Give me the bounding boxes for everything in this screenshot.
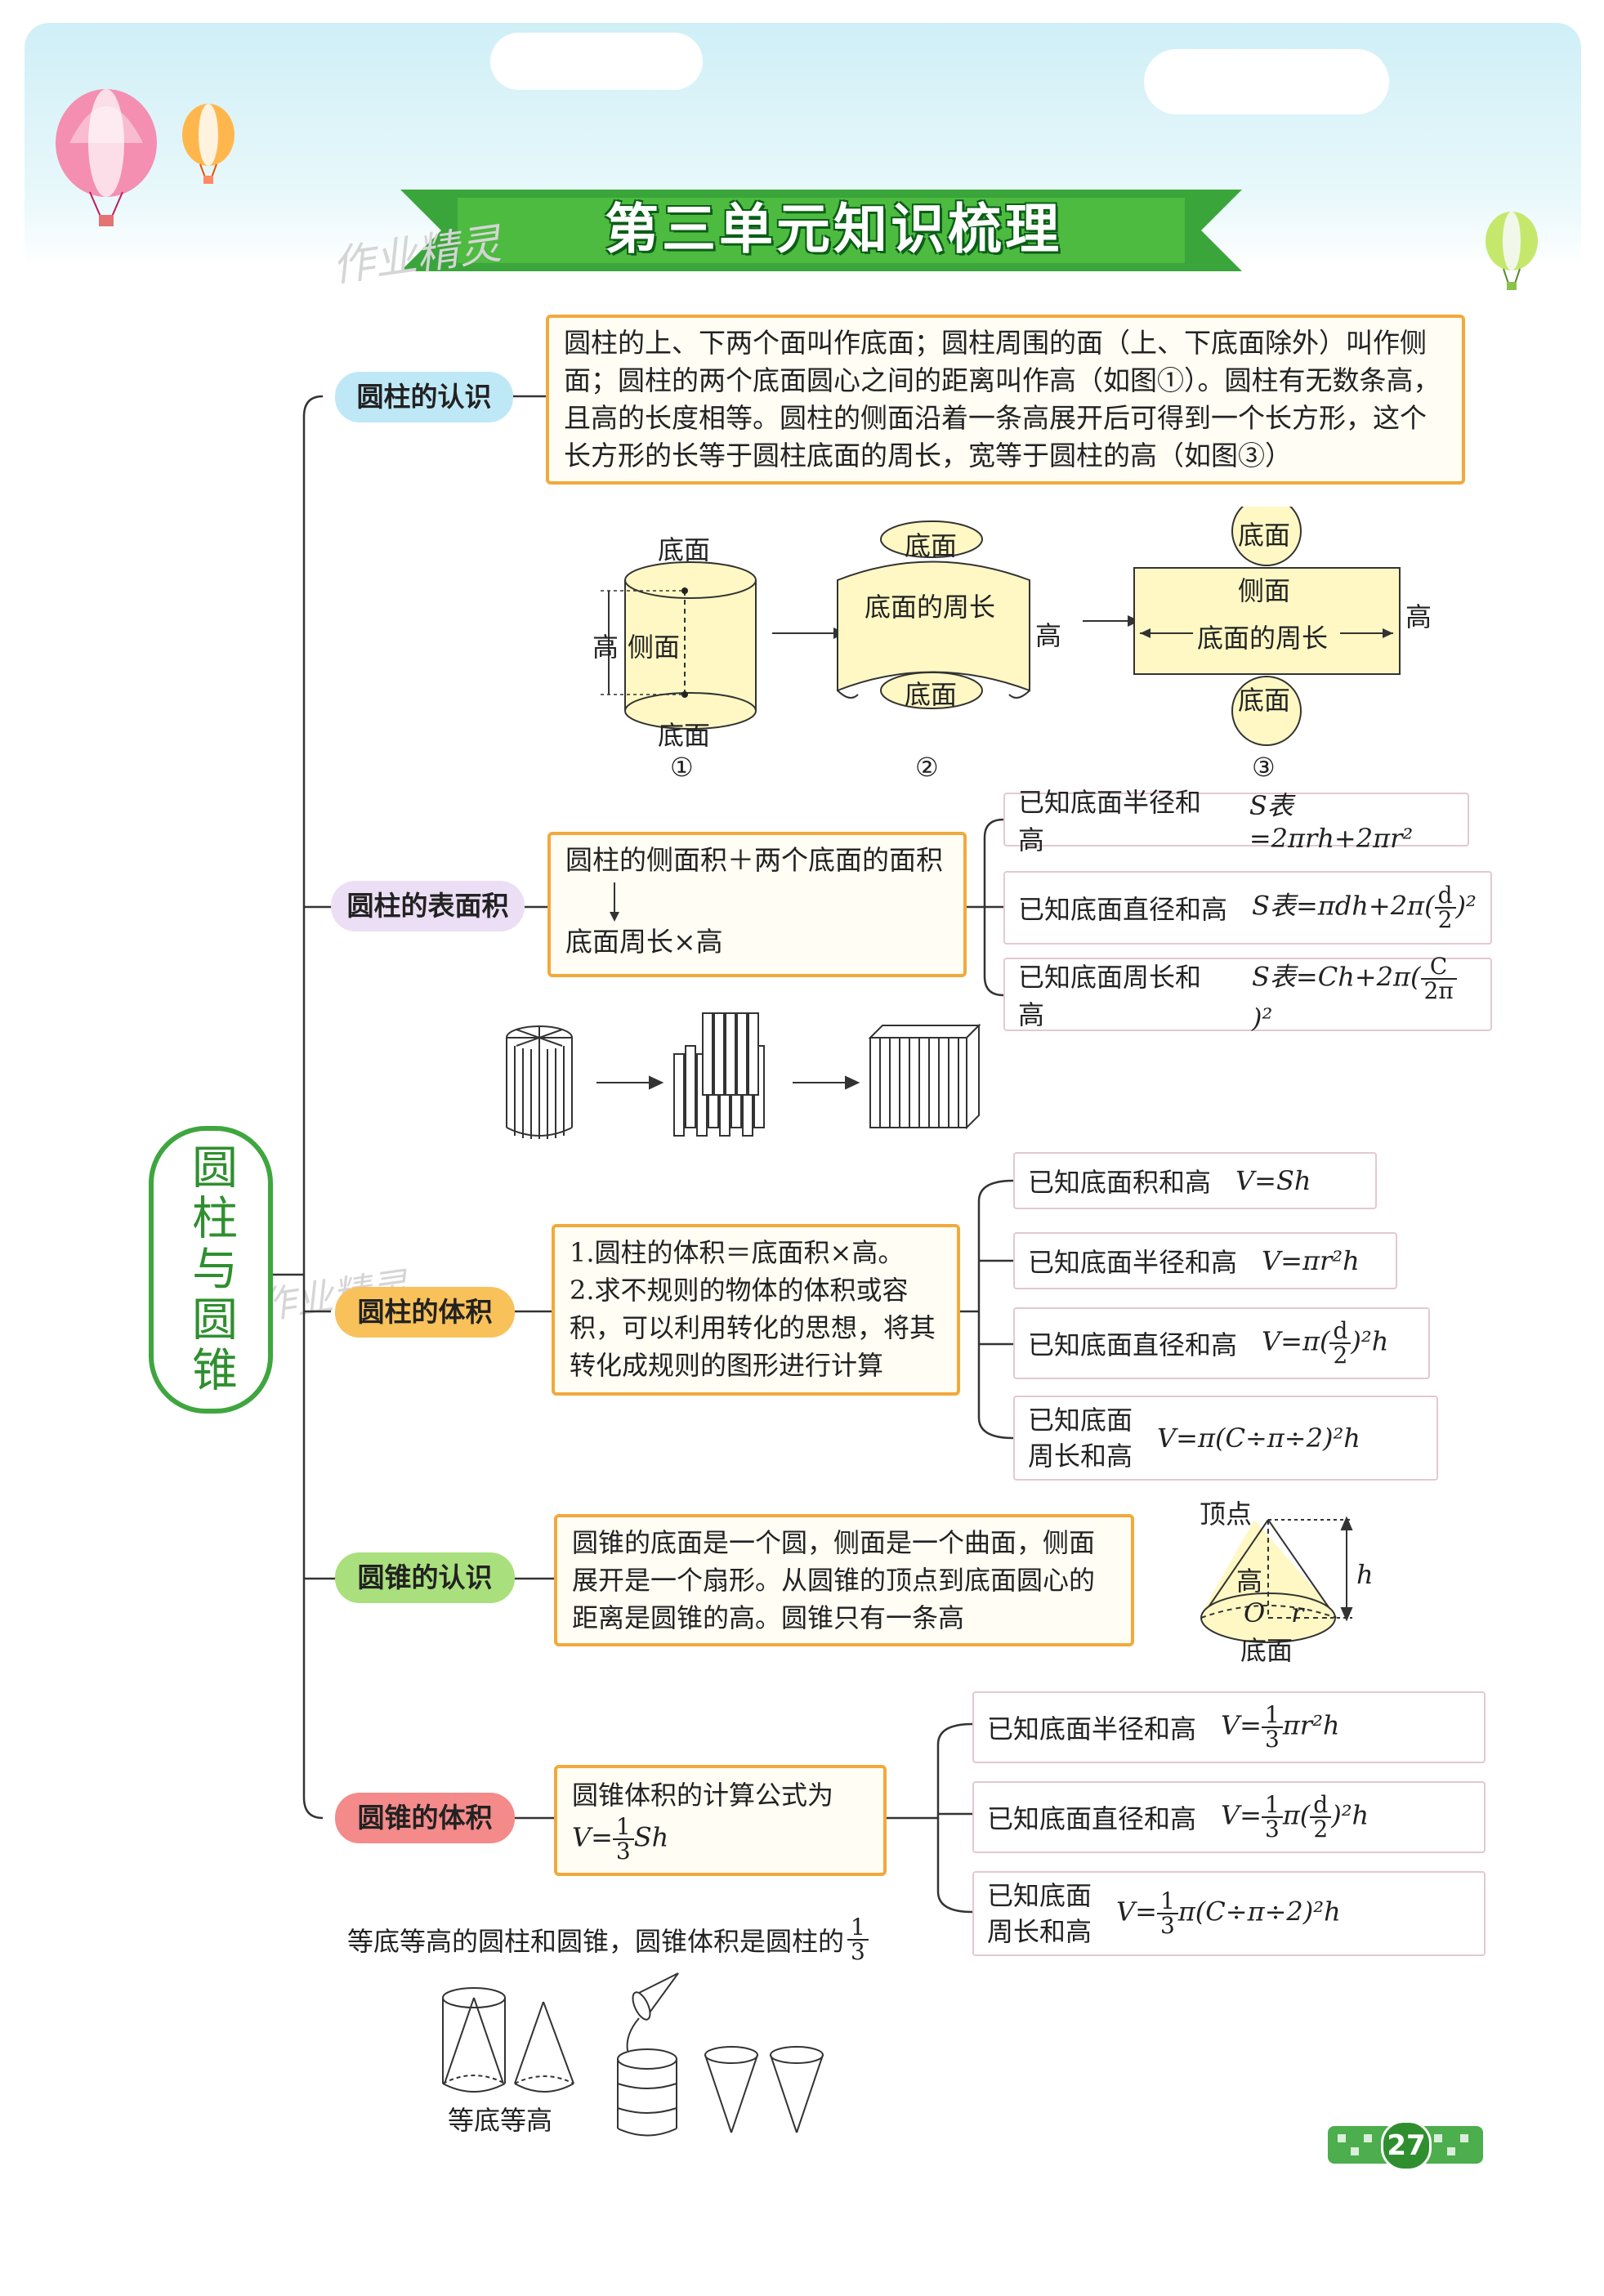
volume-line1: 1.圆柱的体积＝底面积×高。 — [570, 1237, 905, 1268]
fig3-number: ③ — [1252, 752, 1276, 783]
cloud — [1144, 49, 1389, 114]
fig2-number: ② — [915, 752, 939, 783]
cone-radius-label: r — [1291, 1597, 1304, 1628]
volume-line2: 2.求不规则的物体的体积或容积，可以利用转化的思想，将其转化成规则的图形进行计算 — [570, 1275, 936, 1381]
fig1-side-label: 侧面 — [628, 632, 681, 663]
fig3-height-label: 高 — [1405, 601, 1432, 632]
page-title: 第三单元知识梳理 — [605, 198, 1062, 261]
cone-base-label: 底面 — [1240, 1635, 1293, 1666]
hot-air-balloon-icon — [1486, 212, 1538, 290]
hot-air-balloon-icon — [56, 89, 235, 226]
fig2-height-label: 高 — [1035, 620, 1062, 651]
fig1-top-label: 底面 — [658, 534, 711, 565]
cone-center-label: O — [1244, 1597, 1266, 1628]
cylinder-intro-text: 圆柱的上、下两个面叫作底面；圆柱周围的面（上、下底面除外）叫作侧面；圆柱的两个底… — [546, 315, 1465, 485]
title-ribbon — [400, 190, 1242, 271]
cone-height-label: 高 — [1236, 1566, 1263, 1597]
cone-apex-label: 顶点 — [1200, 1499, 1253, 1530]
fig3-circumference-label: 底面的周长 — [1197, 623, 1329, 654]
fig3-top-label: 底面 — [1238, 520, 1291, 551]
fig1-number: ① — [670, 752, 694, 783]
fig3-bottom-label: 底面 — [1238, 685, 1291, 716]
fig1-height-label: 高 — [592, 632, 619, 663]
cloud — [490, 33, 703, 90]
fig2-circumference-label: 底面的周长 — [865, 592, 996, 623]
branch-cone-volume: 圆锥的体积 — [335, 1793, 515, 1843]
branch-cone-intro: 圆锥的认识 — [335, 1552, 515, 1603]
root-topic: 圆柱与圆锥 — [149, 1126, 273, 1414]
cone-diagram — [1200, 1516, 1353, 1643]
cone-volume-line1: 圆锥体积的计算公式为 — [572, 1780, 834, 1811]
fig1-bottom-label: 底面 — [658, 720, 711, 751]
surface-line1: 圆柱的侧面积＋两个底面的面积 — [565, 844, 943, 876]
cylinder-cone-comparison-diagram — [442, 1972, 824, 2137]
branch-cylinder-intro: 圆柱的认识 — [335, 372, 513, 422]
equal-base-height-caption: 等底等高 — [448, 2105, 553, 2136]
surface-line2: 底面周长×高 — [565, 926, 723, 958]
cylinder-surface-box: 圆柱的侧面积＋两个底面的面积 底面周长×高 — [547, 832, 967, 977]
cylinder-net-diagram — [601, 507, 1401, 746]
fig3-side-label: 侧面 — [1238, 575, 1291, 606]
branch-cylinder-surface: 圆柱的表面积 — [331, 881, 525, 931]
page-number: 27 — [1381, 2120, 1432, 2171]
cylinder-volume-box: 1.圆柱的体积＝底面积×高。 2.求不规则的物体的体积或容积，可以利用转化的思想… — [552, 1224, 960, 1396]
volume-formula-circumference: 已知底面周长和高 V=π(C÷π÷2)²h — [1013, 1396, 1438, 1481]
fig2-bottom-label: 底面 — [905, 679, 958, 710]
cylinder-to-cuboid-diagram — [506, 1012, 981, 1139]
fig2-top-label: 底面 — [905, 530, 958, 561]
cone-intro-text: 圆锥的底面是一个圆，侧面是一个曲面，侧面展开是一个扇形。从圆锥的顶点到底面圆心的… — [554, 1514, 1134, 1646]
branch-cylinder-volume: 圆柱的体积 — [335, 1287, 515, 1338]
cone-h-label: h — [1356, 1559, 1374, 1590]
surface-arrow — [565, 879, 949, 923]
